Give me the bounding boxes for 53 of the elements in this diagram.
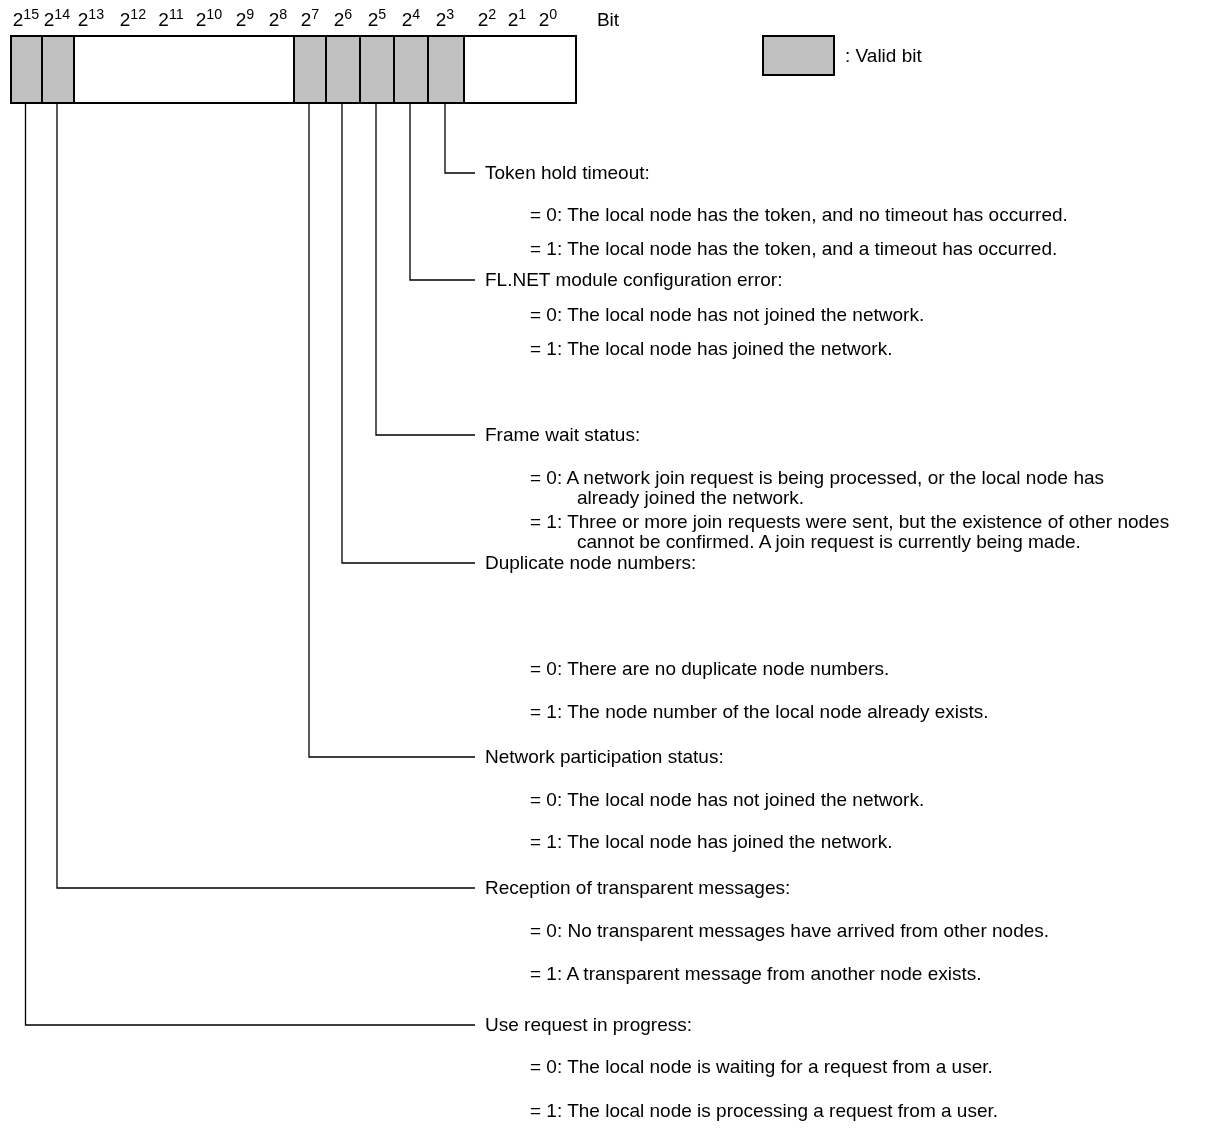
bit-weight: 2$^{10}$ <box>195 9 223 31</box>
legend-label: : Valid bit <box>845 44 922 68</box>
value-description: = 1: Three or more join requests were sent, but the existence of other nodes cannot be confirmed. A join request is currently being made. <box>530 512 1171 552</box>
value-description: = 0: The local node has not joined the network. <box>530 305 926 325</box>
bit-weight: 2$^{4}$ <box>401 9 421 31</box>
valid-bit-cell <box>325 35 361 104</box>
valid-bit-cell <box>359 35 395 104</box>
field-heading: Use request in progress: <box>485 1014 692 1036</box>
leader-line <box>375 103 476 436</box>
value-description: = 0: The local node is waiting for a request from a user. <box>530 1057 994 1077</box>
value-description: = 0: The local node has the token, and no timeout has occurred. <box>530 205 1069 225</box>
valid-bit-cell <box>293 35 327 104</box>
valid-bit-cell <box>10 35 43 104</box>
value-description: = 1: The local node has joined the network. <box>530 832 894 852</box>
value-description: = 0: There are no duplicate node numbers. <box>530 659 891 679</box>
value-description: = 0: No transparent messages have arrived from other nodes. <box>530 921 1051 941</box>
bit-weight: 2$^{11}$ <box>158 9 184 31</box>
bit-weight: 2$^{2}$ <box>477 9 497 31</box>
valid-bit-cell <box>427 35 465 104</box>
bit-weight: 2$^{13}$ <box>77 9 105 31</box>
leader-line <box>444 103 476 174</box>
value-description: = 1: The local node has the token, and a timeout has occurred. <box>530 239 1059 259</box>
field-heading: FL.NET module configuration error: <box>485 269 783 291</box>
value-description: = 0: The local node has not joined the network. <box>530 790 926 810</box>
bit-weight: 2$^{9}$ <box>235 9 255 31</box>
field-heading: Duplicate node numbers: <box>485 552 697 574</box>
bit-weight: 2$^{15}$ <box>12 9 40 31</box>
field-heading: Token hold timeout: <box>485 162 650 184</box>
leader-line <box>56 103 476 889</box>
value-description: = 1: The node number of the local node already exists. <box>530 702 990 722</box>
field-heading: Frame wait status: <box>485 424 641 446</box>
leader-line <box>341 103 476 564</box>
bit-weight: 2$^{1}$ <box>507 9 527 31</box>
field-heading: Reception of transparent messages: <box>485 877 791 899</box>
bit-weight: 2$^{6}$ <box>333 9 353 31</box>
bit-weight: 2$^{3}$ <box>435 9 455 31</box>
value-description: = 0: A network join request is being processed, or the local node has already joined the network. <box>530 468 1106 508</box>
bit-weight: 2$^{7}$ <box>300 9 320 31</box>
bit-weight: 2$^{0}$ <box>538 9 558 31</box>
bit-weight: 2$^{8}$ <box>268 9 288 31</box>
value-description: = 1: A transparent message from another node exists. <box>530 964 983 984</box>
value-description: = 1: The local node has joined the network. <box>530 339 894 359</box>
bit-weight: 2$^{14}$ <box>43 9 71 31</box>
valid-bit-cell <box>41 35 75 104</box>
leader-line <box>308 103 476 758</box>
leader-line <box>24 103 476 1026</box>
bit-header: Bit <box>596 9 620 31</box>
leader-line <box>409 103 476 281</box>
valid-bit-cell <box>393 35 429 104</box>
field-heading: Network participation status: <box>485 746 724 768</box>
bit-weight: 2$^{12}$ <box>119 9 147 31</box>
bit-weight: 2$^{5}$ <box>367 9 387 31</box>
value-description: = 1: The local node is processing a request from a user. <box>530 1101 1000 1121</box>
